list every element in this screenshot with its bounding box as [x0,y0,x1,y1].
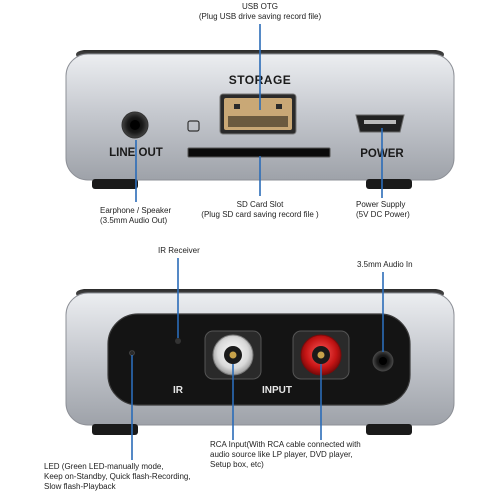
rca-input-line2: audio source like LP player, DVD player, [210,450,353,459]
line-out-jack-hole [130,120,140,130]
ir-receiver-callout: IR Receiver [158,246,200,255]
usb-otg-desc: (Plug USB drive saving record file) [198,12,322,21]
status-led [129,350,135,356]
front-foot-right [366,179,412,189]
earphone-line2: (3.5mm Audio Out) [100,216,168,225]
sd-card-slot[interactable] [187,147,331,158]
ir-receiver [175,338,181,344]
rca-input-line1: RCA Input(With RCA cable connected with [210,440,361,449]
sd-card-marker-icon [187,120,200,132]
led-line1: LED (Green LED-manually mode, [44,462,164,471]
sd-card-line1: SD Card Slot [236,200,284,209]
back-leader-lines [131,258,384,460]
power-port-pins [364,120,396,124]
usb-otg-callout: USB OTG (Plug USB drive saving record fi… [160,2,360,22]
front-device [65,50,455,189]
led-line3: Slow flash-Playback [44,482,116,491]
audio-in-jack-hole [379,357,387,365]
rca-input-callout: RCA Input(With RCA cable connected with … [210,440,361,470]
earphone-callout: Earphone / Speaker (3.5mm Audio Out) [100,206,171,226]
usb-port-tongue [228,116,288,127]
earphone-line1: Earphone / Speaker [100,206,172,215]
audio-in-callout: 3.5mm Audio In [357,260,413,269]
sd-card-line2: (Plug SD card saving record file ) [201,210,319,219]
usb-otg-title: USB OTG [241,2,278,11]
rca-left-pin [229,351,237,359]
sd-card-callout: SD Card Slot (Plug SD card saving record… [170,200,350,220]
power-supply-callout: Power Supply (5V DC Power) [356,200,410,220]
usb-pin [234,104,240,109]
back-foot-left [92,424,138,435]
led-line2: Keep on-Standby, Quick flash-Recording, [44,472,191,481]
input-label: INPUT [262,385,292,396]
back-device [65,289,455,435]
front-foot-left [92,179,138,189]
usb-pin [276,104,282,109]
power-supply-line2: (5V DC Power) [356,210,410,219]
back-foot-right [366,424,412,435]
power-supply-line1: Power Supply [356,200,406,209]
led-callout: LED (Green LED-manually mode, Keep on-St… [44,462,191,492]
rca-right-pin [317,351,325,359]
ir-label: IR [173,385,184,396]
front-leader-lines [135,24,383,202]
rca-input-line3: Setup box, etc) [210,460,264,469]
